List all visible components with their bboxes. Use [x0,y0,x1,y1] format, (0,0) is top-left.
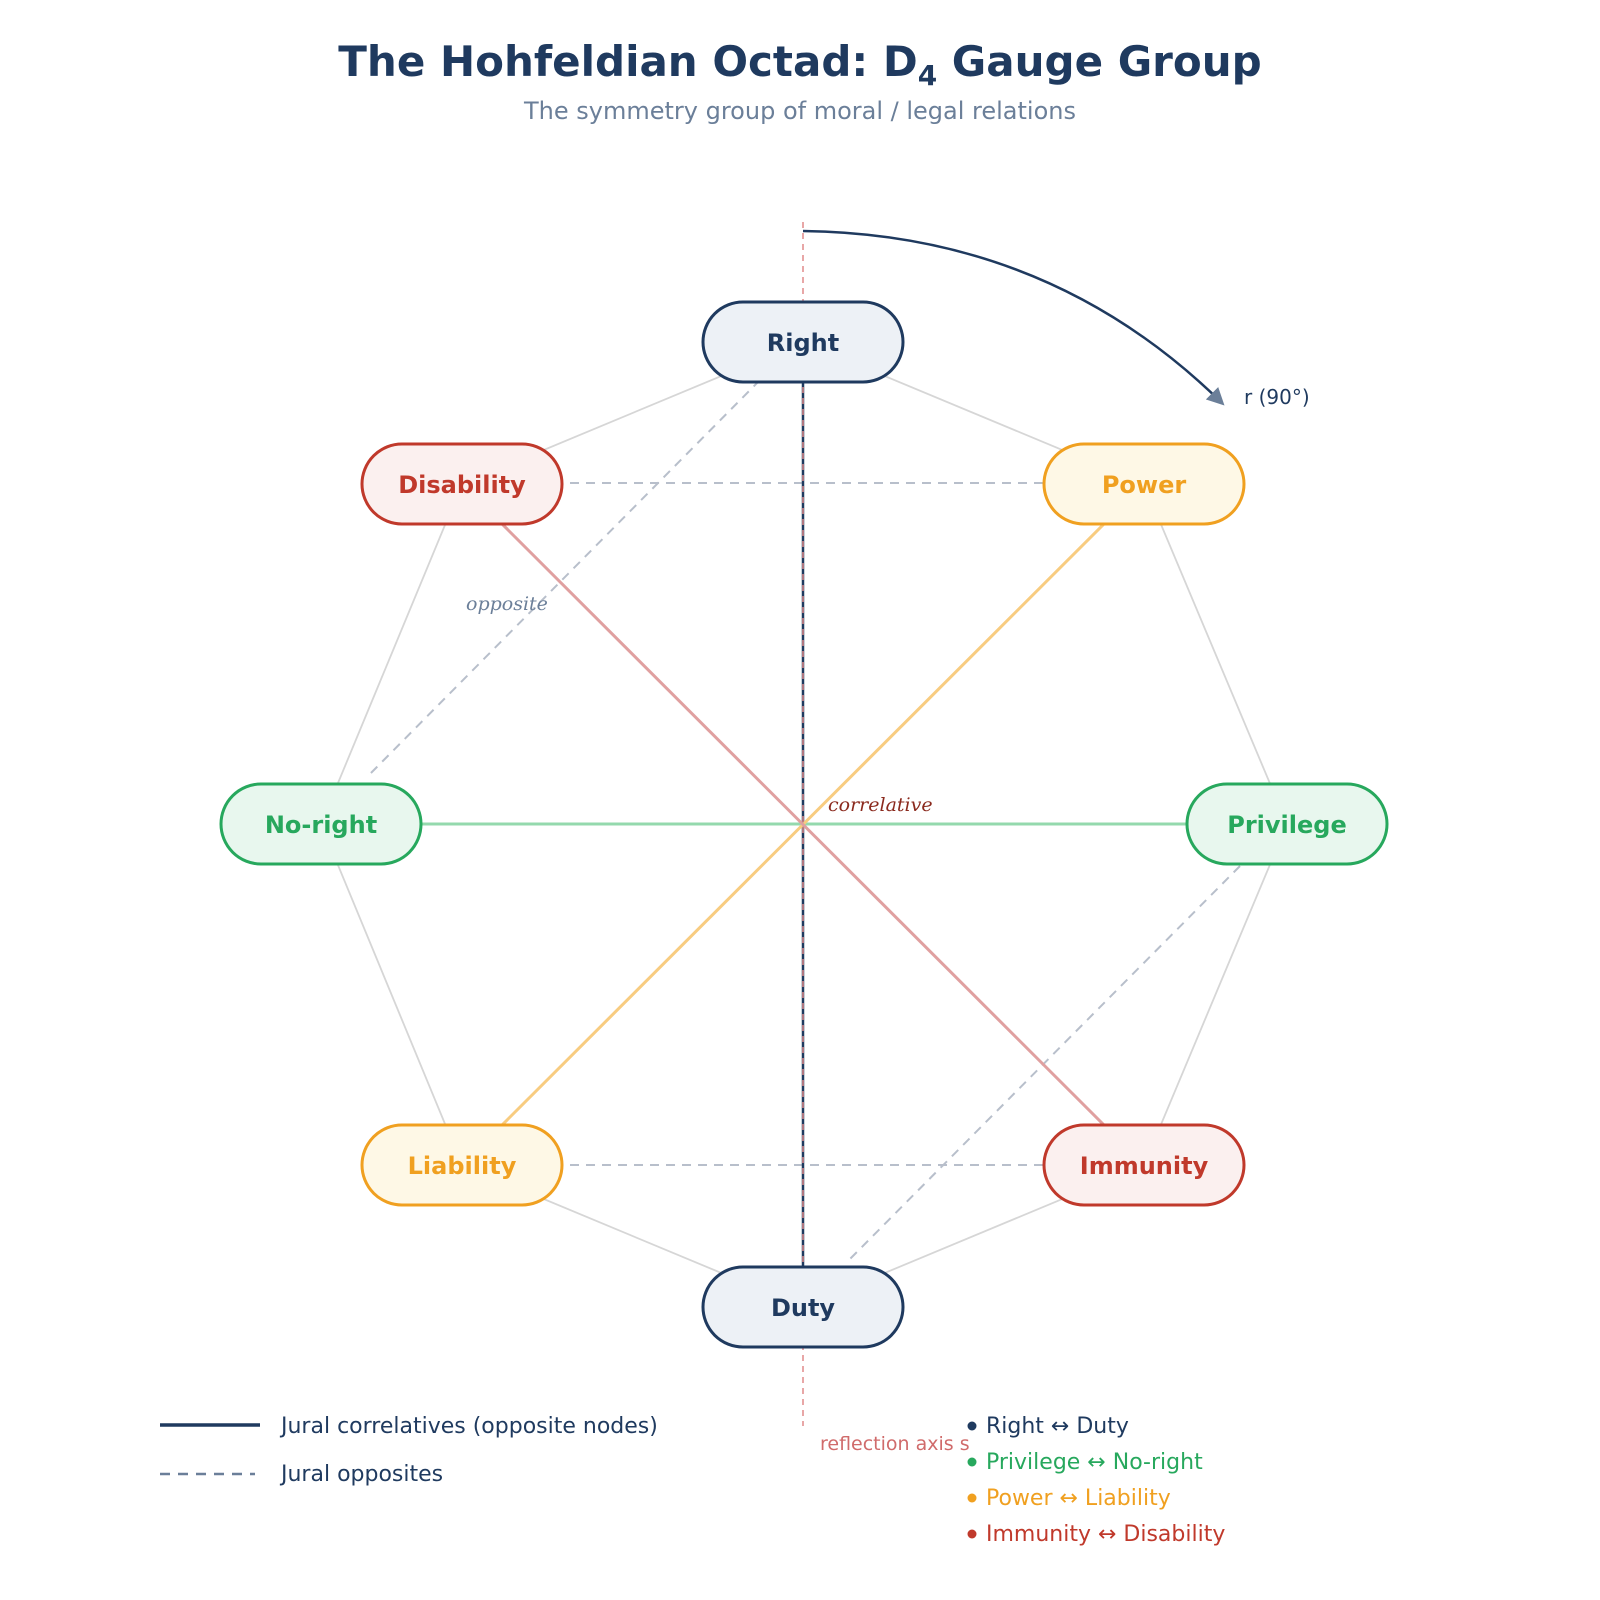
pair-bullet-navy [967,1421,977,1431]
pair-bullet-orange [967,1493,977,1503]
node-pill-immunity [1042,1123,1246,1207]
pair-bullet-red [967,1529,977,1539]
pair-item-red: Immunity ↔ Disability [986,1522,1225,1547]
pair-item-green: Privilege ↔ No-right [986,1450,1203,1475]
node-pill-noright [219,782,423,866]
node-right: Right [701,300,905,384]
pair-item-orange: Power ↔ Liability [986,1486,1171,1511]
reflection-axis-label: reflection axis s [820,1433,970,1455]
correlative-line-immunity-disability [460,482,1146,1167]
opposite-line-right-noright [367,379,761,777]
node-label-disability: Disability [398,471,526,499]
node-pill-privilege [1185,782,1389,866]
node-duty: Duty [701,1265,905,1349]
node-power: Power [1042,442,1246,526]
node-pill-power [1042,442,1246,526]
legend-correlatives-label: Jural correlatives (opposite nodes) [279,1414,658,1439]
node-noright: No-right [219,782,423,866]
node-pill-disability [360,442,564,526]
node-label-noright: No-right [265,811,377,839]
rotation-label: r (90°) [1244,385,1310,409]
legend-opposites-label: Jural opposites [279,1462,443,1487]
node-label-privilege: Privilege [1227,811,1346,839]
node-label-right: Right [767,329,839,357]
page-subtitle: The symmetry group of moral / legal rela… [523,97,1076,125]
pair-bullet-green [967,1457,977,1467]
correlative-annotation: correlative [828,794,933,816]
node-immunity: Immunity [1042,1123,1246,1207]
node-label-power: Power [1102,471,1187,499]
node-pill-liability [360,1123,564,1207]
node-pill-right [701,300,905,384]
node-privilege: Privilege [1185,782,1389,866]
page-title: The Hohfeldian Octad: D4 Gauge Group [338,37,1261,92]
node-label-immunity: Immunity [1080,1152,1209,1180]
node-pill-duty [701,1265,905,1349]
node-label-duty: Duty [771,1294,835,1322]
pair-item-navy: Right ↔ Duty [986,1414,1129,1439]
node-liability: Liability [360,1123,564,1207]
rotation-arrow [802,229,1225,406]
node-disability: Disability [360,442,564,526]
node-label-liability: Liability [408,1152,517,1180]
opposite-annotation: opposite [466,593,548,615]
